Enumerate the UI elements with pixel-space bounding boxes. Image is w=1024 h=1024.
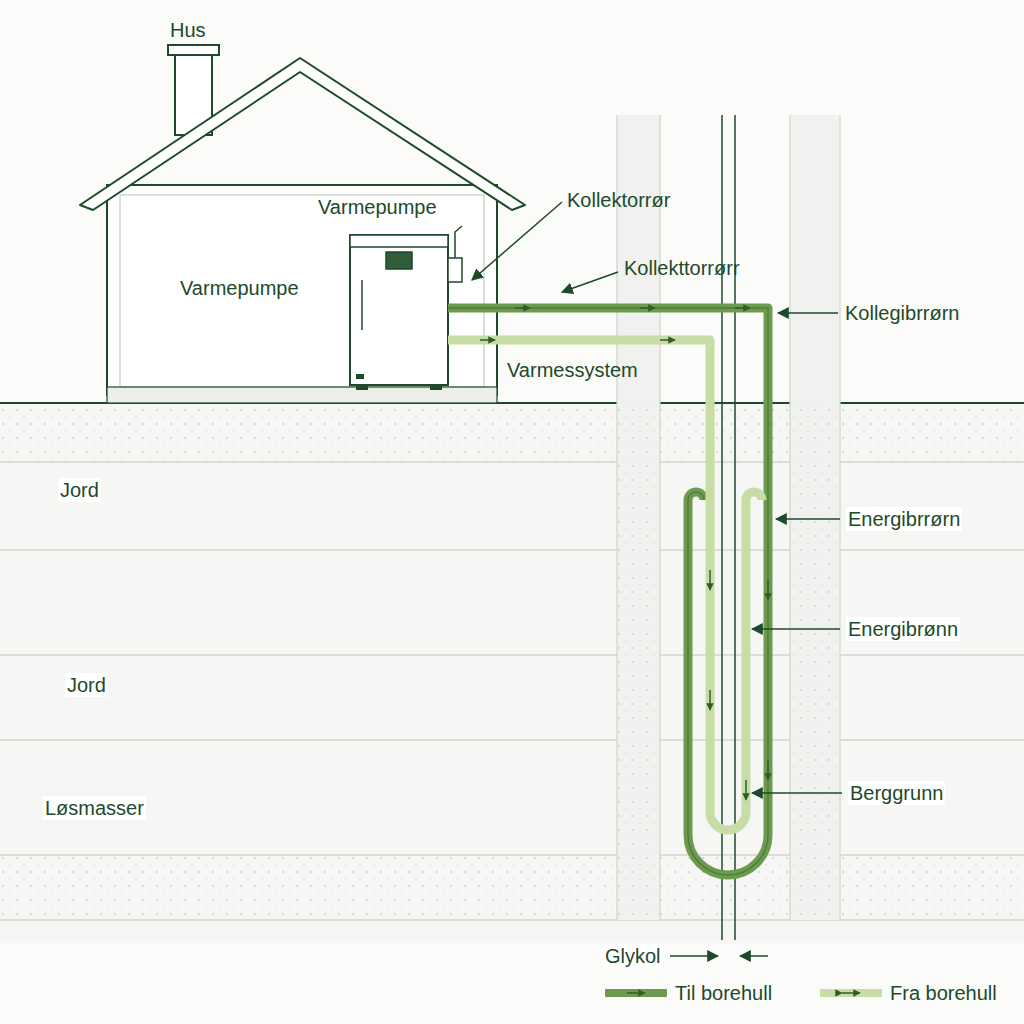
fluid-label: Glykol bbox=[603, 944, 663, 968]
soil-label: Jord bbox=[58, 478, 101, 502]
borehole-callout: Energibrønn bbox=[846, 617, 960, 641]
pipe-callout: Kollegibrrørn bbox=[843, 301, 961, 325]
heatpump-label: Varmepumpe bbox=[316, 195, 439, 219]
heatpump-label: Varmepumpe bbox=[178, 276, 301, 300]
legend-sample bbox=[605, 993, 667, 994]
rock-callout: Berggrunn bbox=[848, 781, 945, 805]
legend-text: Fra borehull bbox=[888, 981, 999, 1005]
pipe-callout: Kollektorrør bbox=[565, 188, 672, 212]
borehole-callout: Energibrrørn bbox=[846, 507, 962, 531]
soil-label: Løsmasser bbox=[43, 796, 146, 820]
house-label: Hus bbox=[168, 18, 208, 42]
legend-sample bbox=[820, 993, 882, 994]
pipe-callout: Kollekttorrørr bbox=[622, 256, 742, 280]
soil-label: Jord bbox=[65, 673, 108, 697]
system-label: Varmessystem bbox=[505, 358, 640, 382]
legend-text: Til borehull bbox=[673, 981, 774, 1005]
